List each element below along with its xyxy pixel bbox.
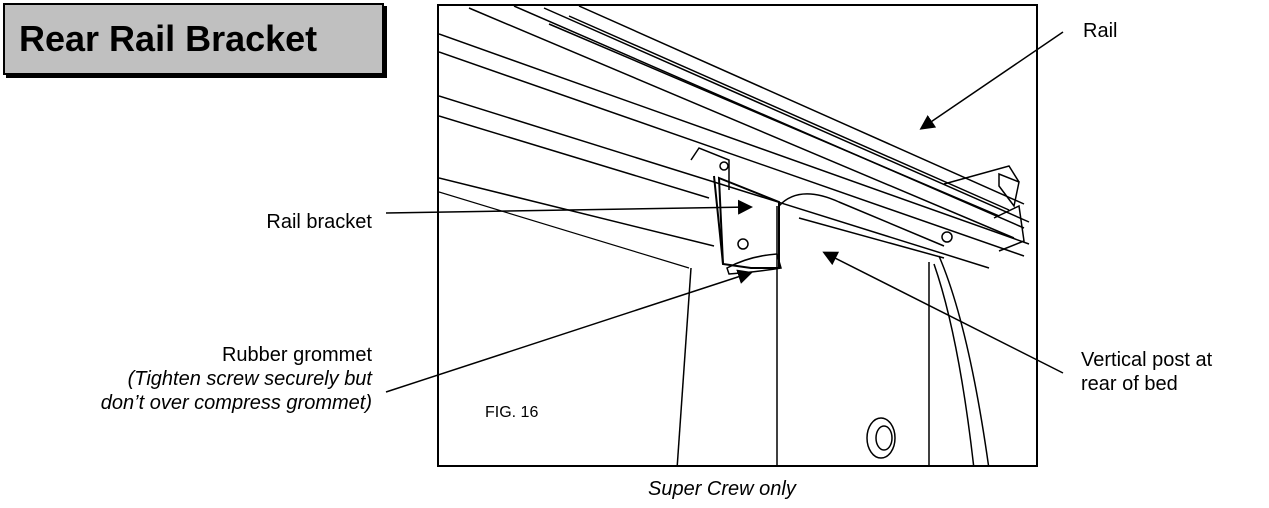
grommet-note-line1: (Tighten screw securely but [127, 368, 372, 390]
figure-number: FIG. 16 [485, 404, 539, 421]
vertical-post-label-line1: Vertical post at [1081, 349, 1213, 371]
title-box: Rear Rail Bracket [3, 3, 384, 75]
vertical-post-label-line2: rear of bed [1081, 373, 1178, 395]
grommet-note-line2: don’t over compress grommet) [100, 392, 372, 414]
rail-label: Rail [1083, 20, 1118, 42]
rubber-grommet-label: Rubber grommet [221, 344, 372, 366]
figure-caption: Super Crew only [648, 478, 796, 500]
rail-bracket-drawing [439, 6, 1030, 465]
figure-16-illustration: FIG. 16 [437, 4, 1038, 467]
rail-bracket-label: Rail bracket [266, 211, 372, 233]
page-title: Rear Rail Bracket [19, 18, 318, 59]
